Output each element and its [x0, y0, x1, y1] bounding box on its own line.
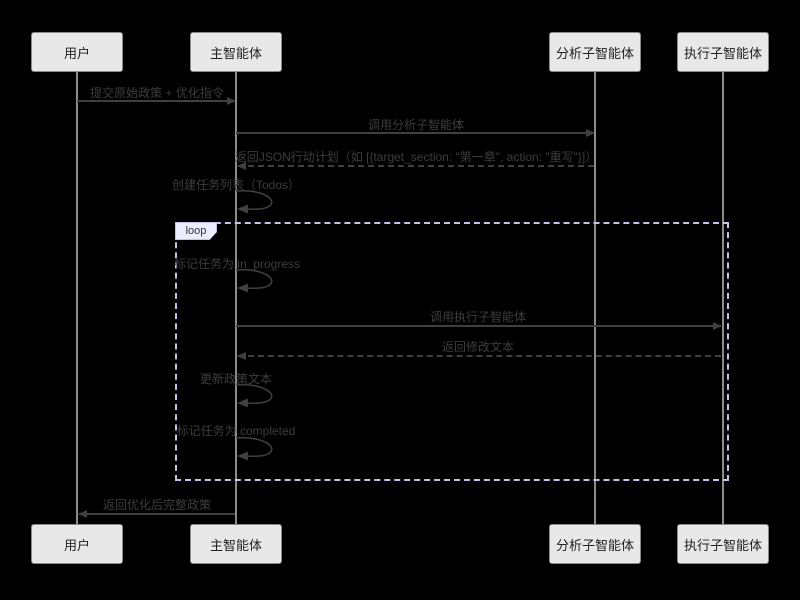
- actor-label: 用户: [63, 45, 90, 61]
- message-label-self3: 更新政策文本: [199, 372, 273, 386]
- actor-top-user: 用户: [31, 32, 123, 72]
- message-label-self1: 创建任务列表（Todos）: [171, 178, 301, 192]
- message-line-m1: [77, 100, 235, 102]
- actor-label: 用户: [63, 537, 90, 553]
- actor-top-analysis-agent: 分析子智能体: [549, 32, 641, 72]
- message-label-m2: 调用分析子智能体: [367, 118, 465, 132]
- message-label-self4: 标记任务为 completed: [176, 424, 296, 438]
- self-message-arc: [235, 437, 273, 461]
- actor-label: 执行子智能体: [683, 537, 762, 553]
- self-message-arc: [235, 269, 273, 293]
- loop-frame: [175, 222, 729, 481]
- arrowhead-left-icon: [237, 352, 246, 360]
- arrowhead-right-icon: [586, 129, 595, 137]
- arrowhead-right-icon: [713, 322, 722, 330]
- self-message-arc: [235, 384, 273, 408]
- actor-bottom-analysis-agent: 分析子智能体: [549, 524, 641, 564]
- message-line-m2: [236, 132, 594, 134]
- lifeline-executor-agent: [722, 72, 724, 524]
- lifeline-analysis-agent: [594, 72, 596, 524]
- message-label-self2: 标记任务为 in_progress: [173, 257, 301, 271]
- message-label-m1: 提交原始政策 + 优化指令: [90, 86, 224, 100]
- message-line-m6: [79, 513, 235, 515]
- lifeline-main-agent: [235, 72, 237, 524]
- loop-tag: loop: [175, 222, 217, 240]
- message-label-m6: 返回优化后完整政策: [102, 498, 212, 512]
- message-line-m3: [238, 165, 594, 167]
- actor-label: 主智能体: [209, 45, 262, 61]
- lifeline-user: [76, 72, 78, 524]
- actor-top-main-agent: 主智能体: [190, 32, 282, 72]
- actor-bottom-main-agent: 主智能体: [190, 524, 282, 564]
- message-line-m5: [238, 355, 721, 357]
- arrowhead-right-icon: [227, 97, 236, 105]
- self-message-arc: [235, 190, 273, 214]
- message-label-m5: 返回修改文本: [441, 340, 515, 354]
- actor-bottom-executor-agent: 执行子智能体: [677, 524, 769, 564]
- actor-label: 执行子智能体: [683, 45, 762, 61]
- arrowhead-left-icon: [78, 510, 87, 518]
- arrowhead-left-icon: [237, 162, 246, 170]
- message-line-m4: [236, 325, 721, 327]
- message-label-m3: 返回JSON行动计划（如 [{target_section: "第一章", ac…: [234, 150, 598, 164]
- actor-label: 主智能体: [209, 537, 262, 553]
- actor-label: 分析子智能体: [555, 537, 634, 553]
- actor-top-executor-agent: 执行子智能体: [677, 32, 769, 72]
- actor-label: 分析子智能体: [555, 45, 634, 61]
- message-label-m4: 调用执行子智能体: [429, 310, 527, 324]
- actor-bottom-user: 用户: [31, 524, 123, 564]
